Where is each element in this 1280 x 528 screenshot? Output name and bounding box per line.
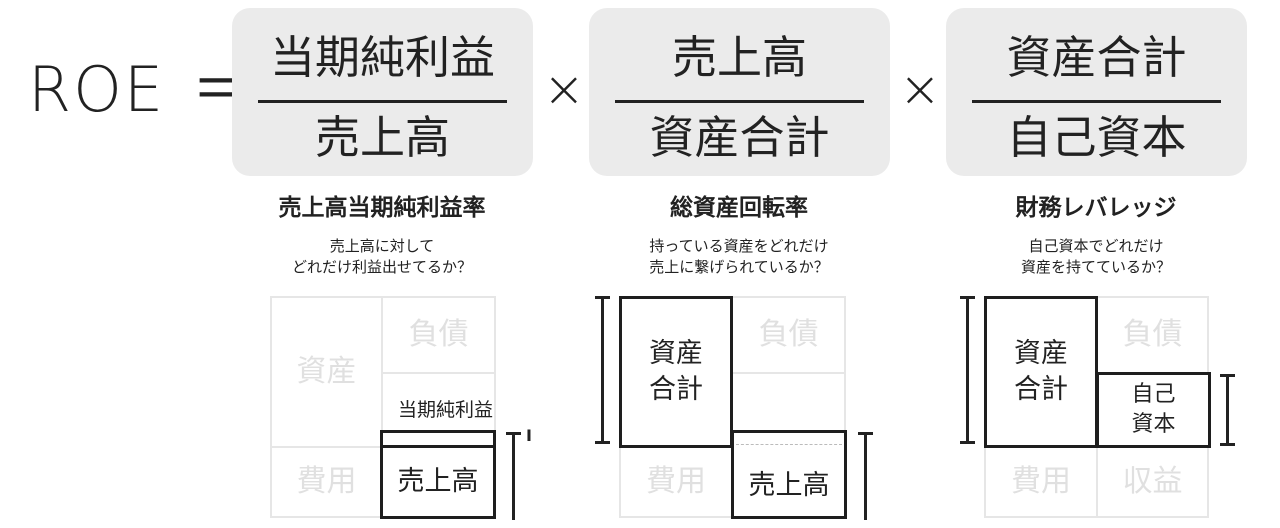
roe-formula-lhs: ROE＝: [28, 52, 255, 128]
dashed-divider: [736, 444, 842, 445]
multiply-sign: ×: [899, 60, 941, 118]
sales-box: 売上高: [380, 445, 496, 519]
multiply-sign: ×: [543, 60, 585, 118]
bracket-tick: [1220, 374, 1235, 377]
assets-range-bracket: [966, 296, 969, 444]
fraction-numerator: 資産合計: [1006, 31, 1187, 84]
expense-cell: 費用: [270, 446, 383, 518]
expense-cell: 費用: [619, 446, 733, 518]
net-income-marker: I: [526, 426, 532, 445]
fraction-bar: [972, 100, 1221, 103]
liability-cell: 負債: [381, 296, 496, 374]
caption-question: どれだけ利益出せてるか？: [291, 258, 472, 276]
expense-cell: 費用: [984, 446, 1098, 518]
caption-question: 売上高に対して: [329, 237, 435, 255]
fraction-numerator: 売上高: [671, 31, 807, 84]
assets-range-bracket: [601, 296, 604, 444]
sales-label: 売上高: [748, 470, 830, 501]
bracket-tick: [960, 441, 975, 444]
caption-title: 売上高当期純利益率: [278, 195, 486, 221]
bracket-tick: [858, 432, 873, 435]
fraction-denominator: 自己資本: [1006, 111, 1187, 164]
caption-title: 財務レバレッジ: [1015, 195, 1177, 221]
liability-cell: 負債: [1096, 296, 1209, 374]
fraction-bar: [615, 100, 864, 103]
bracket-tick: [960, 296, 975, 299]
sales-range-bracket: [512, 432, 515, 520]
bracket-tick: [595, 296, 610, 299]
equity-range-bracket: [1226, 374, 1229, 446]
equity-label: 自己資本: [1131, 382, 1176, 437]
asset-cell: 資産: [270, 296, 383, 448]
roe-label: ROE: [28, 53, 166, 126]
caption-question: 持っている資産をどれだけ: [649, 237, 829, 255]
fraction-bar: [258, 100, 507, 103]
caption-title: 総資産回転率: [670, 195, 808, 221]
bracket-tick: [595, 441, 610, 444]
total-assets-label: 資産合計: [1014, 338, 1068, 405]
total-assets-box: 資産合計: [984, 296, 1098, 448]
bracket-tick: [1220, 443, 1235, 446]
fraction-profit-margin: 当期純利益 売上高: [232, 8, 533, 176]
total-assets-box: 資産合計: [619, 296, 733, 448]
sales-range-bracket: [864, 432, 867, 520]
bracket-tick: [506, 432, 521, 435]
fraction-asset-turnover: 売上高 資産合計: [589, 8, 890, 176]
total-assets-label: 資産合計: [649, 338, 703, 405]
caption-question: 資産を持てているか？: [1020, 258, 1171, 276]
fraction-numerator: 当期純利益: [269, 31, 495, 84]
net-income-label: 当期純利益: [398, 399, 494, 421]
fraction-denominator: 売上高: [314, 111, 450, 164]
equity-box: 自己資本: [1096, 372, 1211, 448]
caption-question: 売上に繋げられているか？: [649, 258, 829, 276]
caption-question: 自己資本でどれだけ: [1028, 237, 1164, 255]
liability-cell: 負債: [731, 296, 846, 374]
revenue-cell: 収益: [1096, 446, 1209, 518]
fraction-denominator: 資産合計: [649, 111, 830, 164]
fraction-financial-leverage: 資産合計 自己資本: [946, 8, 1247, 176]
